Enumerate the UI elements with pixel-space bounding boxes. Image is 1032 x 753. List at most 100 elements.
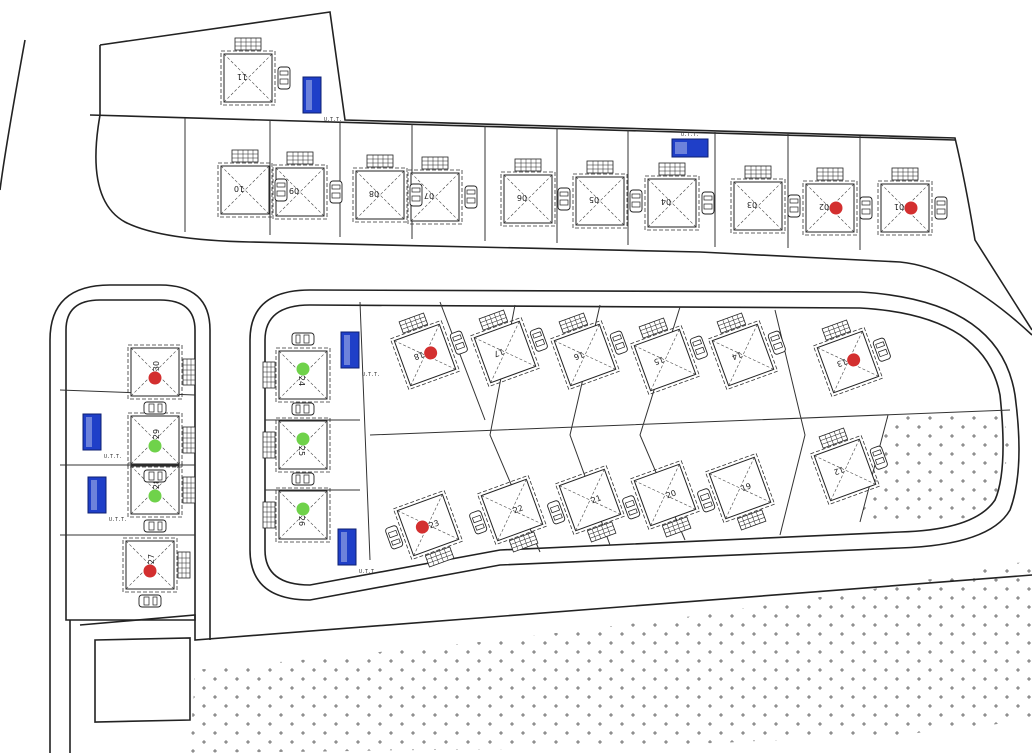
plot-outline [275,487,331,543]
house-plot-25[interactable]: 25 [262,402,331,473]
house-plot-20[interactable]: 20 [616,459,704,547]
plot-outline [809,434,881,506]
utility-unit-b6[interactable]: U.T.T. [337,528,377,575]
house-plot-11[interactable]: 11 [220,37,291,106]
plot-outline [392,489,464,561]
car-icon [143,519,167,533]
red-marker-icon [904,201,918,215]
plot-outline [877,180,933,236]
house-plot-04[interactable]: 04 [644,162,715,231]
solar-panel-icon [744,165,772,179]
house-plot-17[interactable]: 17 [466,300,554,388]
house-plot-27[interactable]: 27 [122,537,191,608]
plot-number: 04 [661,197,671,206]
utility-unit-b1[interactable]: U.T.T. [302,76,342,123]
roof-lines [817,331,879,393]
roof-lines [474,321,536,383]
roof-lines [709,457,771,519]
house-plot-19[interactable]: 19 [691,452,779,540]
plot-number: 08 [369,189,379,198]
car-icon [274,178,288,202]
plot-outline [549,319,621,391]
house-plot-30[interactable]: 30 [127,344,196,415]
house-plot-12[interactable]: 12 [806,418,894,506]
green-marker-icon [148,439,162,453]
house-plot-26[interactable]: 26 [262,472,331,543]
utility-box [671,138,709,158]
utility-box [302,76,322,114]
roof-lines [125,540,175,590]
car-icon [277,66,291,90]
car-icon [138,594,162,608]
utility-highlight [306,80,312,110]
house-plot-21[interactable]: 21 [541,464,629,552]
utility-unit-b4[interactable]: U.T.T. [82,413,122,460]
car-icon [934,196,948,220]
roof-lines [278,490,328,540]
car-icon [464,185,478,209]
solar-panel-icon [816,167,844,181]
house-plot-02[interactable]: 02 [802,167,873,236]
plot-outline [407,169,463,225]
utility-highlight [91,480,97,510]
house-plot-03[interactable]: 03 [730,165,801,234]
utility-box [82,413,102,451]
solar-panel-icon [182,358,196,386]
house-plot-18[interactable]: 18 [386,303,474,391]
house-plot-28[interactable]: 28 [127,462,196,533]
solar-panel-icon [891,167,919,181]
car-icon [787,194,801,218]
house-plot-14[interactable]: 14 [704,303,792,391]
plot-outline [629,459,701,531]
road-network [0,11,1032,753]
plot-number: 24 [297,376,306,386]
solar-panel-icon [262,361,276,389]
plot-outline [572,173,628,229]
house-plot-23[interactable]: 23 [379,489,467,577]
roof-lines [880,183,930,233]
car-icon [291,332,315,346]
plot-number: 01 [894,202,904,211]
house-plot-08[interactable]: 08 [352,154,423,223]
car-icon [629,189,643,213]
utility-unit-b5[interactable]: U.T.T. [87,476,127,523]
utility-unit-b3[interactable]: U.T.T. [340,331,380,378]
house-plot-06[interactable]: 06 [500,158,571,227]
utility-highlight [341,532,347,562]
roof-lines [278,420,328,470]
house-plot-13[interactable]: 13 [809,310,897,398]
house-plot-01[interactable]: 01 [877,167,948,236]
utility-unit-b2[interactable]: U.T.T. [671,132,709,158]
red-marker-icon [148,371,162,385]
plot-outline [476,474,548,546]
house-footprint [633,463,697,527]
roof-lines [130,347,180,397]
roof-lines [278,350,328,400]
car-icon [557,187,571,211]
roof-lines [275,167,325,217]
plot-number: 13 [836,357,849,369]
plot-number: 12 [833,465,846,477]
solar-panel-icon [658,162,686,176]
plot-number: 07 [424,191,434,200]
landscape-area-south [190,560,1032,753]
utility-highlight [344,335,350,365]
house-plot-22[interactable]: 22 [463,474,551,562]
house-plot-10[interactable]: 10 [217,149,288,218]
plot-number: 30 [152,361,161,371]
plots-layer: 0102030405060708091011121314151617181920… [122,37,948,608]
plot-outline [275,417,331,473]
solar-panel-icon [421,156,449,170]
utility-label: U.T.T. [109,517,127,523]
car-icon [409,183,423,207]
house-plot-24[interactable]: 24 [262,332,331,403]
house-plot-15[interactable]: 15 [626,308,714,396]
landscape-area-east [860,410,1010,522]
house-plot-05[interactable]: 05 [572,160,643,229]
house-plot-16[interactable]: 16 [546,303,634,391]
house-footprint [553,323,617,387]
utility-box [337,528,357,566]
roof-lines [634,464,696,526]
red-marker-icon [829,201,843,215]
roof-lines [814,439,876,501]
